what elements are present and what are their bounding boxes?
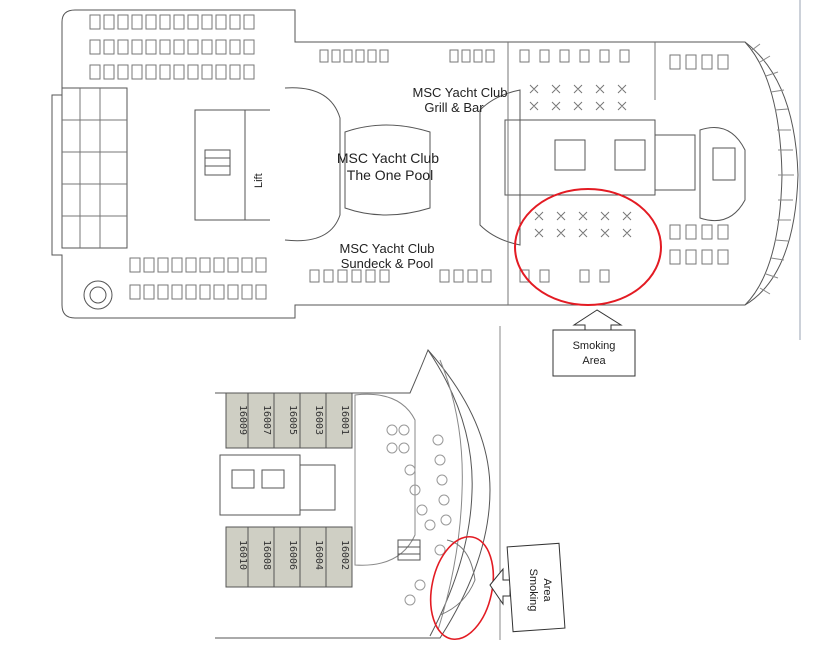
aft-jacuzzi [83,280,113,310]
sundeck-label-line2: Sundeck & Pool [341,256,434,271]
top-smoking-callout: Smoking Area [552,309,636,377]
one-pool-label-line2: The One Pool [347,167,433,183]
top-hull-outline [51,9,799,319]
top-callout-line2: Area [582,355,606,367]
forward-bar [699,127,746,222]
cabin-16001: 16001 [339,405,350,435]
bottom-smoking-callout: Smoking Area [489,542,566,633]
cabins-top-fill [225,392,353,449]
bottom-stairs [397,539,421,561]
stairs [204,149,231,176]
grill-bar-counter [479,89,521,246]
cabin-16010: 16010 [237,540,248,570]
bottom-callout-box [506,542,566,633]
one-pool-label-line1: MSC Yacht Club [337,150,439,166]
cabin-16008: 16008 [261,540,272,570]
loungers-bottom [129,224,729,300]
top-callout-box [552,329,636,377]
cabin-16005: 16005 [287,405,298,435]
pool-deck-curve [284,87,341,242]
bottom-seating [386,424,452,606]
the-one-pool [344,124,431,216]
bottom-smoking-area-circle [429,535,495,641]
top-callout-line1: Smoking [573,340,616,352]
sundeck-label-line1: MSC Yacht Club [340,241,435,256]
lift-core [194,109,246,221]
cabins-bottom-fill [225,526,353,588]
bottom-callout-line2: Area [541,578,553,602]
aft-deck-grid [62,88,127,248]
top-bow-inner [744,41,783,306]
bottom-callout-line1: Smoking [527,569,539,612]
aft-deck-block [61,87,128,249]
grill-kitchen [504,119,656,196]
cabin-16007: 16007 [261,405,272,435]
bottom-bow-rail [437,359,463,631]
top-callout-arrow [572,309,623,331]
bottom-bow-inner [427,349,473,637]
lift-label: Lift [253,173,265,188]
top-smoking-area-circle [514,188,662,306]
bottom-hull-outline [215,349,491,639]
grill-bar-label-line2: Grill & Bar [424,100,484,115]
cabin-16003: 16003 [313,405,324,435]
dining-tables [529,84,632,238]
top-deck-plan [51,9,799,319]
cabins-top-block: 16009 16007 16005 16003 16001 [225,392,353,449]
cabin-16002: 16002 [339,540,350,570]
cabins-bottom-block: 16010 16008 16006 16004 16002 [225,526,353,588]
bottom-lounge [354,393,416,566]
bow-slats [751,43,794,295]
grill-bar-label-line1: MSC Yacht Club [413,85,508,100]
bottom-smoking-loungers [439,539,476,616]
cabin-16006: 16006 [287,540,298,570]
bottom-deck-plan [215,349,491,639]
top-plan-labels: MSC Yacht Club Grill & Bar MSC Yacht Clu… [253,85,507,271]
loungers-top [89,14,729,80]
cabin-16004: 16004 [313,540,324,570]
cabin-16009: 16009 [237,405,248,435]
